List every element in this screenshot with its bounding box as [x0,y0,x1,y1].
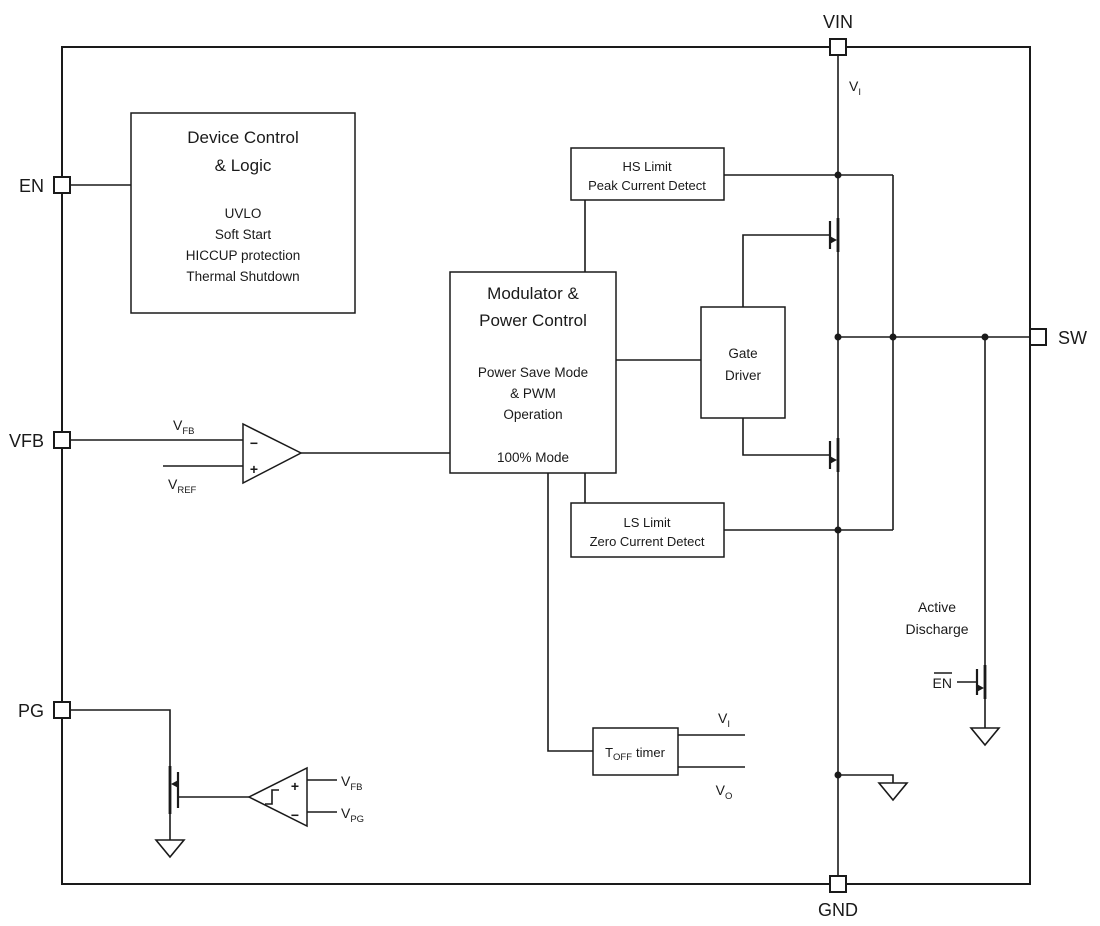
wire-ground-branch [838,774,894,783]
device-control-body-3: HICCUP protection [186,248,301,263]
vi-rail-label: VI [849,78,861,98]
chip-outline [61,46,1031,885]
pg-vfb-label: VFB [341,773,362,793]
hs-limit-line-2: Peak Current Detect [588,178,706,193]
modulator-title-2: Power Control [479,311,587,330]
vin-pin-label: VIN [823,12,853,32]
ls-limit-line-2: Zero Current Detect [590,534,705,549]
error-comparator-triangle [242,422,303,485]
vin-pin-square [829,38,847,56]
ls-limit-block: LS Limit Zero Current Detect [570,502,725,558]
ground-symbol-pg [154,839,186,859]
gate-driver-line-2: Driver [725,368,762,383]
modulator-title-1: Modulator & [487,284,579,303]
wire-gatedriver-to-ls-gate [742,418,830,456]
pg-comparator: + − VFB VPG [247,766,364,828]
pin-vin: VIN [823,12,853,56]
pg-comparator-plus: + [291,778,299,794]
pg-mosfet-arrow-icon [171,780,178,788]
hs-limit-box [570,147,725,201]
hs-limit-block: HS Limit Peak Current Detect [570,147,725,201]
gate-driver-block: Gate Driver [700,306,786,419]
junction-dot [834,333,842,341]
ls-limit-line-1: LS Limit [624,515,671,530]
modulator-box [449,271,617,474]
vfb-signal-label: VFB [173,417,194,437]
active-discharge: Active Discharge EN [905,599,1001,747]
wire-pg [70,709,171,766]
en-pin-square [53,176,71,194]
device-control-title-1: Device Control [187,128,299,147]
ls-limit-box [570,502,725,558]
hs-limit-line-1: HS Limit [622,159,672,174]
hysteresis-icon [265,789,279,805]
en-bar-label: EN [933,675,952,691]
gnd-pin-label: GND [818,900,858,920]
vfb-pin-square [53,431,71,449]
toff-timer-box [592,727,679,776]
device-control-box [130,112,356,314]
low-side-mosfet [828,438,840,472]
wire-gatedriver-to-hs-gate [742,234,830,307]
ls-mosfet-arrow-icon [830,456,837,464]
active-discharge-label-2: Discharge [905,621,968,637]
ad-mosfet-arrow-icon [977,684,984,692]
ground-symbol-active-discharge [969,727,1001,747]
pg-vpg-label: VPG [341,805,364,825]
gnd-pin-square [829,875,847,893]
toff-vi-label: VI [718,710,730,730]
junction-dot [834,526,842,534]
device-control-body-4: Thermal Shutdown [186,269,299,284]
gate-driver-line-1: Gate [728,346,757,361]
pg-mosfet [154,766,186,859]
vfb-pin-label: VFB [9,431,44,451]
pin-gnd: GND [818,875,858,920]
pg-comparator-minus: − [291,807,299,823]
device-control-block: Device Control & Logic UVLO Soft Start H… [130,112,356,314]
toff-vo-label: VO [716,782,733,802]
high-side-mosfet [828,218,840,252]
pin-sw: SW [1029,328,1087,348]
device-control-body-2: Soft Start [215,227,272,242]
pg-pin-square [53,701,71,719]
active-discharge-label-1: Active [918,599,956,615]
sw-pin-label: SW [1058,328,1087,348]
error-comparator-plus: + [250,461,258,477]
junction-dot [834,171,842,179]
en-pin-label: EN [19,176,44,196]
modulator-body-3: Operation [503,407,562,422]
pin-vfb: VFB [9,431,71,451]
wires [70,55,1030,876]
modulator-mode-line: 100% Mode [497,450,569,465]
wire-modulator-to-toff [547,473,593,752]
junction-dot [981,333,989,341]
sw-pin-square [1029,328,1047,346]
modulator-block: Modulator & Power Control Power Save Mod… [449,271,617,474]
junction-dot [889,333,897,341]
pg-pin-label: PG [18,701,44,721]
device-control-body-1: UVLO [225,206,262,221]
junction-dot [834,771,842,779]
modulator-body-1: Power Save Mode [478,365,588,380]
hs-mosfet-arrow-icon [830,236,837,244]
device-control-title-2: & Logic [215,156,272,175]
ground-symbol-main [877,782,909,802]
gate-driver-box [700,306,786,419]
vref-signal-label: VREF [168,476,197,496]
modulator-body-2: & PWM [510,386,556,401]
junction-dots [834,171,989,779]
pin-pg: PG [18,701,71,721]
pg-comparator-triangle [247,766,308,828]
error-comparator-minus: − [250,435,258,451]
pin-en: EN [19,176,71,196]
error-comparator: − + VFB VREF [168,417,303,496]
